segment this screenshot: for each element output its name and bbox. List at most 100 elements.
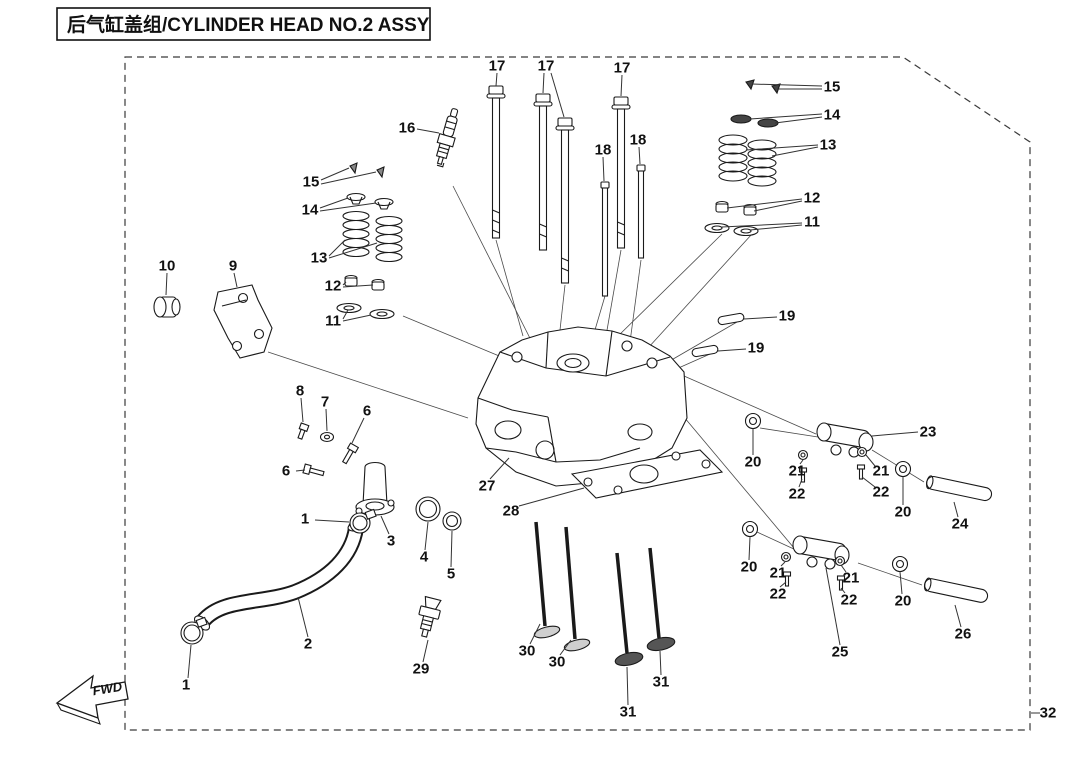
intake-valve-30-a xyxy=(533,521,561,639)
water-outlet-3 xyxy=(355,461,395,516)
leader-line-6 xyxy=(295,469,306,472)
part-callout-21: 21 xyxy=(873,463,890,480)
leader-line-20 xyxy=(899,571,903,595)
stud-18-b xyxy=(636,164,646,259)
leader-line-30 xyxy=(529,623,541,645)
lock-nut-21-d xyxy=(834,555,846,567)
leader-line-31 xyxy=(626,666,629,706)
leader-line-7 xyxy=(325,408,328,432)
dowel-pin-19-a xyxy=(717,312,745,326)
part-callout-1: 1 xyxy=(182,677,190,694)
leader-line-18 xyxy=(602,156,605,182)
hose-clamp-1-a xyxy=(349,508,377,534)
washer-7 xyxy=(319,431,335,443)
leader-line-21 xyxy=(865,454,876,467)
washer-20-d xyxy=(891,555,909,573)
part-callout-13: 13 xyxy=(820,137,837,154)
leader-line-12 xyxy=(726,198,803,209)
part-callout-20: 20 xyxy=(895,593,912,610)
part-callout-22: 22 xyxy=(873,484,890,501)
leader-line-31 xyxy=(659,650,662,676)
part-callout-30: 30 xyxy=(519,643,536,660)
lock-nut-21-c xyxy=(780,551,792,563)
leader-line-1 xyxy=(187,644,192,679)
leader-line-17 xyxy=(542,72,545,94)
water-pipe-2 xyxy=(193,520,365,631)
leader-line-18 xyxy=(638,146,641,165)
part-callout-27: 27 xyxy=(479,478,496,495)
leader-line-15 xyxy=(320,171,377,185)
rocker-shaft-24 xyxy=(925,475,993,502)
part-callout-29: 29 xyxy=(413,661,430,678)
part-callout-16: 16 xyxy=(399,120,416,137)
adjust-screw-22-c xyxy=(782,571,792,587)
part-callout-22: 22 xyxy=(789,486,806,503)
part-callout-30: 30 xyxy=(549,654,566,671)
leader-line-17 xyxy=(550,72,565,118)
leader-line-30 xyxy=(559,639,572,656)
cap-10 xyxy=(153,296,181,318)
bracket-9 xyxy=(213,284,273,359)
lock-nut-21-b xyxy=(856,446,868,458)
leader-line-3 xyxy=(380,515,390,535)
leader-line-22 xyxy=(861,476,876,488)
part-callout-19: 19 xyxy=(748,340,765,357)
part-callout-6: 6 xyxy=(363,403,371,420)
part-callout-19: 19 xyxy=(779,308,796,325)
assembly-connector-lines xyxy=(267,185,925,586)
adjust-screw-22-a xyxy=(798,467,808,483)
exhaust-valve-31-a xyxy=(614,552,644,667)
cylinder-head-body-27 xyxy=(475,326,688,487)
leader-line-11 xyxy=(749,224,803,231)
washer-20-b xyxy=(741,520,759,538)
part-callout-22: 22 xyxy=(770,586,787,603)
leader-line-13 xyxy=(771,146,819,157)
part-callout-23: 23 xyxy=(920,424,937,441)
o-ring-4 xyxy=(415,496,441,522)
part-callout-20: 20 xyxy=(895,504,912,521)
leader-line-4 xyxy=(424,521,429,551)
head-bolt-17-c xyxy=(555,117,575,284)
part-callout-2: 2 xyxy=(304,636,312,653)
part-callout-17: 17 xyxy=(489,58,506,75)
leader-line-22 xyxy=(798,478,803,488)
rocker-shaft-26 xyxy=(923,577,989,603)
leader-line-8 xyxy=(300,397,304,423)
dowel-pin-19-b xyxy=(691,344,719,358)
head-gasket-28 xyxy=(570,449,724,499)
part-callout-7: 7 xyxy=(321,394,329,411)
fwd-label: FWD xyxy=(92,679,124,699)
adjust-screw-22-b xyxy=(856,464,866,480)
leader-line-13 xyxy=(745,144,819,151)
part-callout-21: 21 xyxy=(789,463,806,480)
part-callout-14: 14 xyxy=(302,202,319,219)
washer-5 xyxy=(442,511,462,531)
leader-line-23 xyxy=(871,431,919,437)
bolt-6-b xyxy=(302,463,325,477)
part-callout-28: 28 xyxy=(503,503,520,520)
spark-plug-16 xyxy=(435,108,459,168)
leader-line-26 xyxy=(954,604,962,628)
part-callout-31: 31 xyxy=(653,674,670,691)
part-callout-18: 18 xyxy=(595,142,612,159)
part-callout-10: 10 xyxy=(159,258,176,275)
part-callout-5: 5 xyxy=(447,566,455,583)
valve-spring-set-right xyxy=(704,79,781,237)
part-callout-4: 4 xyxy=(420,549,429,566)
leader-line-19 xyxy=(743,316,778,320)
head-bolt-17-d xyxy=(611,96,631,249)
part-callout-22: 22 xyxy=(841,592,858,609)
leader-line-17 xyxy=(495,72,498,87)
leader-line-1 xyxy=(314,519,350,523)
leader-line-14 xyxy=(749,113,823,120)
leader-line-2 xyxy=(297,596,309,638)
part-callout-12: 12 xyxy=(804,190,821,207)
part-callout-11: 11 xyxy=(804,214,820,231)
leader-line-24 xyxy=(953,501,959,518)
part-callout-17: 17 xyxy=(538,58,555,75)
part-callout-32: 32 xyxy=(1040,705,1057,722)
part-callout-17: 17 xyxy=(614,60,631,77)
leader-line-16 xyxy=(416,128,440,134)
leader-line-15 xyxy=(320,167,350,181)
diagram-border xyxy=(124,56,1031,731)
